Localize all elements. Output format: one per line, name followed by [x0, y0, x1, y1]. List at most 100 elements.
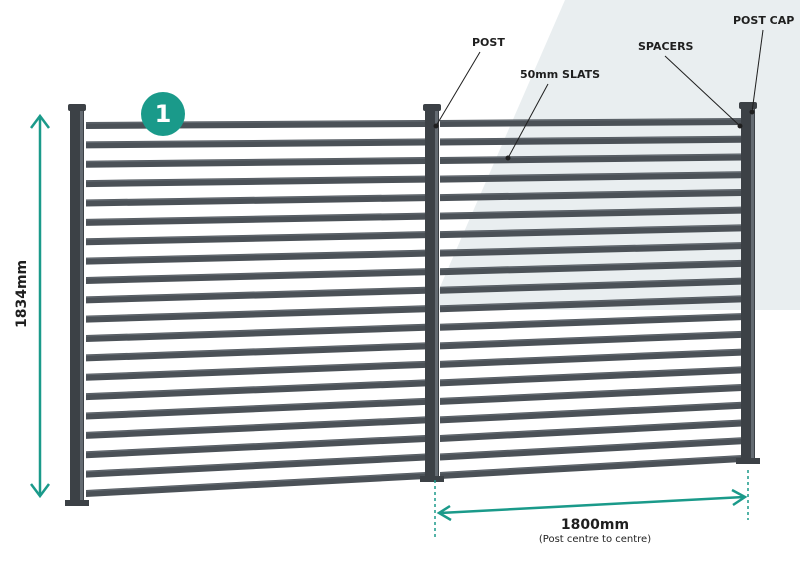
slat-highlight — [439, 402, 743, 418]
slat — [440, 188, 742, 202]
slat — [440, 455, 742, 479]
slat-highlight — [85, 361, 427, 376]
slat — [440, 366, 742, 387]
slat-highlight — [439, 437, 743, 455]
slat — [440, 313, 742, 331]
post-highlight — [435, 110, 438, 478]
spacers-label: SPACERS — [638, 40, 694, 53]
slat — [86, 212, 426, 226]
slat-highlight — [85, 268, 427, 279]
slat-highlight — [85, 231, 427, 240]
slat-highlight — [85, 342, 427, 356]
slat — [86, 360, 426, 381]
post-cap — [68, 104, 86, 111]
post-base-plate — [65, 500, 89, 506]
slat-highlight — [439, 331, 743, 344]
slat — [86, 342, 426, 362]
slat-highlight — [439, 420, 743, 437]
slat-highlight — [439, 136, 743, 141]
leader-lines — [433, 29, 764, 161]
slat-highlight — [85, 157, 427, 163]
post-cap-leader-line — [751, 29, 764, 113]
slat-highlight — [85, 250, 427, 260]
width-dimension-label: 1800mm — [560, 517, 630, 533]
slat-highlight — [439, 260, 743, 270]
slat — [86, 286, 426, 304]
slat-highlight — [85, 379, 427, 395]
slat-highlight — [439, 295, 743, 307]
slats-group — [85, 118, 743, 497]
slat — [440, 419, 742, 442]
slat-highlight — [85, 139, 427, 143]
posts-group — [65, 102, 760, 506]
post-label: POST — [472, 36, 505, 49]
slat-highlight — [439, 366, 743, 381]
slat-highlight — [439, 278, 743, 289]
slat — [86, 157, 426, 168]
slat-highlight — [85, 398, 427, 415]
slat-highlight — [85, 453, 427, 473]
slat-highlight — [85, 416, 427, 434]
slat — [86, 379, 426, 401]
slat — [86, 453, 426, 478]
slat — [86, 323, 426, 343]
slat — [86, 175, 426, 188]
post-base-plate — [736, 458, 760, 464]
width-dimension-arrow — [434, 470, 749, 540]
slat-highlight — [85, 194, 427, 201]
slat — [440, 171, 742, 183]
step-badge: 1 — [141, 92, 185, 136]
slat-highlight — [439, 384, 743, 400]
slat — [440, 153, 742, 165]
slat — [86, 472, 426, 497]
post-cap — [739, 102, 757, 109]
width-dimension-note: (Post centre to centre) — [538, 534, 652, 545]
slat-highlight — [85, 472, 427, 492]
post-cap-label: POST CAP — [733, 14, 795, 27]
post-leader-dot — [433, 123, 439, 129]
slat — [86, 397, 426, 420]
slats-label: 50mm SLATS — [520, 68, 601, 81]
slat-highlight — [439, 118, 743, 122]
slat-highlight — [439, 455, 743, 474]
slat — [440, 259, 742, 276]
slat — [440, 206, 742, 220]
slat-highlight — [85, 435, 427, 453]
slat — [86, 416, 426, 439]
post-cap-leader-dot — [749, 109, 755, 115]
slat — [440, 384, 742, 405]
slat — [86, 434, 426, 459]
slat — [86, 231, 426, 246]
slat-highlight — [439, 153, 743, 159]
slat — [440, 437, 742, 461]
post-cap — [423, 104, 441, 111]
slat — [86, 305, 426, 323]
slat — [86, 194, 426, 207]
spacers-leader-dot — [737, 123, 743, 129]
slat-highlight — [439, 207, 743, 215]
slat — [440, 224, 742, 239]
slat-highlight — [85, 324, 427, 337]
slats-leader-line — [507, 83, 549, 159]
spacers-leader-line — [664, 55, 741, 127]
slat-highlight — [439, 189, 743, 196]
slats-leader-dot — [505, 155, 511, 161]
slat-highlight — [85, 305, 427, 318]
slat-highlight — [439, 313, 743, 326]
slat — [86, 138, 426, 149]
slat-highlight — [439, 349, 743, 363]
slat — [86, 268, 426, 284]
post-leader-line — [435, 51, 481, 127]
height-dimension-arrow — [30, 113, 50, 499]
slat-highlight — [439, 224, 743, 233]
slat-highlight — [439, 171, 743, 178]
slat-highlight — [85, 176, 427, 182]
slat — [440, 401, 742, 424]
post-highlight — [751, 108, 754, 460]
slat-highlight — [85, 213, 427, 221]
height-dimension-label: 1834mm — [14, 259, 30, 328]
slat — [440, 348, 742, 368]
slat-highlight — [85, 287, 427, 298]
post-highlight — [80, 110, 83, 502]
